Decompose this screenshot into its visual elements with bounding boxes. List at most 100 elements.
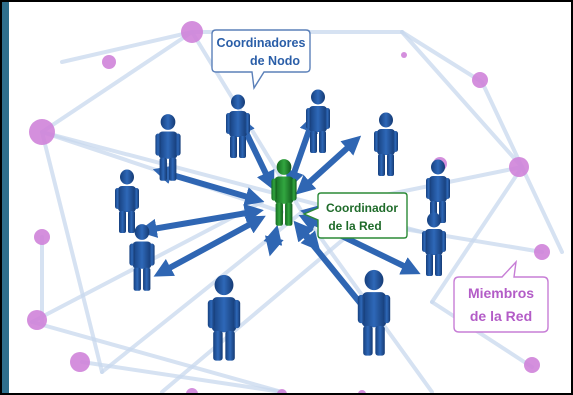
figure-body xyxy=(229,111,247,137)
figure-arm-left xyxy=(115,188,120,209)
figure-body xyxy=(361,292,387,328)
figure-head xyxy=(427,212,441,228)
figure-head xyxy=(134,224,150,240)
figure-body xyxy=(211,297,237,333)
bidirectional-arrow xyxy=(152,165,265,206)
callout-network-coordinator-line2: de la Red xyxy=(328,219,381,233)
callout-network-coordinator-line1: Coordinador xyxy=(326,201,398,215)
callout-network-members: Miembros de la Red xyxy=(453,259,549,333)
figure-head xyxy=(214,274,234,296)
figure-head xyxy=(379,112,393,128)
network-dot xyxy=(34,229,50,245)
network-dot xyxy=(472,72,488,88)
member-figure xyxy=(207,274,241,361)
network-line xyxy=(40,130,104,374)
network-dot xyxy=(29,119,55,145)
network-dot xyxy=(509,157,529,177)
figure-arm-left xyxy=(422,231,427,252)
figure-arm-left xyxy=(226,113,231,134)
network-dot xyxy=(186,388,198,393)
figure-arm-left xyxy=(374,131,379,152)
figure-body xyxy=(118,186,136,212)
network-dot xyxy=(70,352,90,372)
member-figure xyxy=(306,89,330,153)
figure-body xyxy=(158,131,178,159)
figure-leg-right xyxy=(239,136,246,158)
callout-network-members-line1: Miembros xyxy=(468,285,534,301)
bidirectional-arrow xyxy=(137,203,264,238)
figure-leg-right xyxy=(128,211,135,233)
figure-body xyxy=(377,129,395,155)
figure-arm-left xyxy=(271,178,277,201)
callout-network-members-line2: de la Red xyxy=(470,308,532,324)
figure-arm-left xyxy=(155,133,161,156)
network-line xyxy=(40,30,194,134)
figure-head xyxy=(311,89,325,105)
figure-head xyxy=(231,94,245,110)
figure-arm-right xyxy=(445,178,450,199)
figure-leg-left xyxy=(230,136,237,158)
bidirectional-arrow xyxy=(285,112,318,190)
network-line xyxy=(400,30,484,84)
callout-network-coordinator-bubble xyxy=(302,192,408,239)
people-figures xyxy=(115,89,450,361)
network-line xyxy=(480,80,524,169)
bidirectional-arrow xyxy=(295,135,362,195)
member-figure xyxy=(426,159,450,223)
figure-body xyxy=(309,106,327,132)
callout-node-coordinators-line1: Coordinadores xyxy=(217,36,306,50)
figure-arm-right xyxy=(441,231,446,252)
coordinator-figure xyxy=(271,159,297,226)
network-dot xyxy=(534,244,550,260)
network-diagram: Coordinadores de Nodo Coordinador de la … xyxy=(27,21,564,393)
figure-leg-right xyxy=(439,201,446,223)
callout-network-members-bubble xyxy=(453,259,549,333)
figure-arm-left xyxy=(357,294,365,324)
figure-arm-left xyxy=(426,178,431,199)
figure-leg-left xyxy=(310,131,317,153)
figure-leg-left xyxy=(159,157,167,181)
member-figure xyxy=(422,212,446,276)
figure-body xyxy=(132,241,152,269)
figure-arm-right xyxy=(175,133,181,156)
figure-arm-right xyxy=(325,108,330,129)
figure-arm-right xyxy=(383,294,391,324)
bidirectional-arrow xyxy=(263,224,284,257)
figure-leg-left xyxy=(378,154,385,176)
network-dot xyxy=(524,357,540,373)
figure-body xyxy=(274,176,294,204)
figure-leg-right xyxy=(319,131,326,153)
callout-node-coordinators: Coordinadores de Nodo xyxy=(211,29,311,91)
callout-node-coordinators-bubble xyxy=(211,29,311,91)
callout-network-coordinator: Coordinador de la Red xyxy=(302,192,408,239)
figure-head xyxy=(431,159,445,175)
network-dot xyxy=(277,389,287,393)
figure-leg-right xyxy=(435,254,442,276)
figure-arm-right xyxy=(393,131,398,152)
figure-head xyxy=(276,159,292,175)
member-figure xyxy=(129,224,155,291)
figure-arm-right xyxy=(291,178,297,201)
network-dot xyxy=(27,310,47,330)
member-figure xyxy=(374,112,398,176)
figure-leg-right xyxy=(387,154,394,176)
member-figure xyxy=(226,94,250,158)
figure-leg-right xyxy=(143,267,151,291)
figure-arm-left xyxy=(129,243,135,266)
figure-leg-left xyxy=(363,325,373,356)
figure-body xyxy=(429,176,447,202)
figure-leg-left xyxy=(133,267,141,291)
figure-leg-right xyxy=(225,330,235,361)
network-line xyxy=(30,320,284,393)
figure-leg-right xyxy=(169,157,177,181)
network-dot xyxy=(102,55,116,69)
figure-arm-left xyxy=(306,108,311,129)
network-line xyxy=(520,165,564,254)
figure-leg-left xyxy=(213,330,223,361)
left-accent-bar xyxy=(2,2,9,393)
figure-leg-left xyxy=(426,254,433,276)
figure-arm-right xyxy=(245,113,250,134)
figure-arm-right xyxy=(233,299,241,329)
network-line xyxy=(400,30,524,169)
